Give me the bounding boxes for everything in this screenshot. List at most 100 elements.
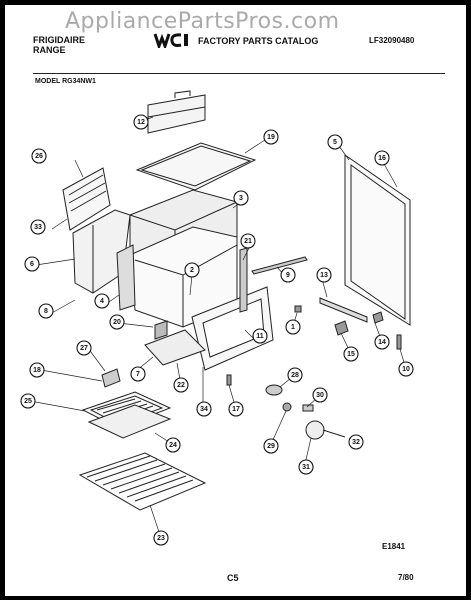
callout-number: 34 bbox=[200, 406, 208, 413]
callout-24: 24 bbox=[165, 437, 181, 453]
callout-26: 26 bbox=[31, 148, 47, 164]
callout-circle bbox=[228, 401, 244, 417]
callout-3: 3 bbox=[233, 190, 249, 206]
callout-number: 28 bbox=[291, 372, 299, 379]
callout-20: 20 bbox=[109, 314, 125, 330]
callout-circle bbox=[38, 303, 54, 319]
callout-circle bbox=[374, 150, 390, 166]
callout-circle bbox=[312, 387, 328, 403]
callout-28: 28 bbox=[287, 367, 303, 383]
callout-circle bbox=[343, 346, 359, 362]
callout-12: 12 bbox=[133, 114, 149, 130]
callout-32: 32 bbox=[348, 434, 364, 450]
callout-number: 29 bbox=[267, 443, 275, 450]
callout-number: 13 bbox=[320, 272, 328, 279]
callout-6: 6 bbox=[24, 256, 40, 272]
wci-logo-icon bbox=[153, 33, 188, 48]
part-broil-pan bbox=[87, 404, 172, 439]
callout-number: 7 bbox=[136, 371, 140, 378]
callout-circle bbox=[298, 459, 314, 475]
callout-circle bbox=[348, 434, 364, 450]
brand-name: FRIGIDAIRE bbox=[33, 35, 86, 45]
callout-14: 14 bbox=[374, 334, 390, 350]
callout-circle bbox=[109, 314, 125, 330]
callout-16: 16 bbox=[374, 150, 390, 166]
callout-circle bbox=[252, 328, 268, 344]
callout-circle bbox=[31, 148, 47, 164]
parts-sheet: AppliancePartsPros.com FRIGIDAIRE RANGE … bbox=[5, 5, 466, 596]
callout-number: 31 bbox=[302, 464, 310, 471]
callout-8: 8 bbox=[38, 303, 54, 319]
callout-number: 5 bbox=[333, 139, 337, 146]
callout-33: 33 bbox=[30, 219, 46, 235]
callout-circle bbox=[130, 366, 146, 382]
callout-number: 22 bbox=[177, 382, 185, 389]
callout-18: 18 bbox=[29, 362, 45, 378]
callout-circle bbox=[196, 401, 212, 417]
part-knob-insert bbox=[265, 384, 283, 396]
callout-5: 5 bbox=[327, 134, 343, 150]
callout-number: 4 bbox=[100, 298, 104, 305]
callout-number: 8 bbox=[44, 308, 48, 315]
callout-number: 11 bbox=[256, 333, 264, 340]
callout-4: 4 bbox=[94, 293, 110, 309]
callout-circle bbox=[280, 267, 296, 283]
callout-number: 12 bbox=[137, 119, 145, 126]
callout-number: 20 bbox=[113, 319, 121, 326]
callout-number: 32 bbox=[352, 439, 360, 446]
callout-circle bbox=[173, 377, 189, 393]
callout-2: 2 bbox=[184, 262, 200, 278]
callout-circle bbox=[133, 114, 149, 130]
callout-number: 26 bbox=[35, 153, 43, 160]
callout-circle bbox=[263, 129, 279, 145]
callout-19: 19 bbox=[263, 129, 279, 145]
callout-circle bbox=[165, 437, 181, 453]
callout-15: 15 bbox=[343, 346, 359, 362]
callout-circle bbox=[153, 530, 169, 546]
callout-11: 11 bbox=[252, 328, 268, 344]
callout-31: 31 bbox=[298, 459, 314, 475]
callout-number: 27 bbox=[80, 345, 88, 352]
callout-circle bbox=[398, 361, 414, 377]
page-number: C5 bbox=[227, 573, 239, 583]
callout-number: 15 bbox=[347, 351, 355, 358]
callout-10: 10 bbox=[398, 361, 414, 377]
callout-number: 2 bbox=[190, 267, 194, 274]
header-rule bbox=[33, 73, 445, 74]
callout-13: 13 bbox=[316, 267, 332, 283]
callout-circle bbox=[240, 233, 256, 249]
callout-23: 23 bbox=[153, 530, 169, 546]
catalog-title: FACTORY PARTS CATALOG bbox=[198, 36, 319, 46]
callout-34: 34 bbox=[196, 401, 212, 417]
callout-circle bbox=[24, 256, 40, 272]
revision-date: 7/80 bbox=[398, 573, 414, 582]
callout-1: 1 bbox=[285, 319, 301, 335]
callout-circle bbox=[327, 134, 343, 150]
callout-17: 17 bbox=[228, 401, 244, 417]
callout-number: 33 bbox=[34, 224, 42, 231]
callout-7: 7 bbox=[130, 366, 146, 382]
callout-circle bbox=[287, 367, 303, 383]
callout-circle bbox=[20, 393, 36, 409]
part-rear-top-panel bbox=[147, 94, 206, 134]
part-back-panel bbox=[344, 154, 411, 326]
callout-29: 29 bbox=[263, 438, 279, 454]
callout-number: 16 bbox=[378, 155, 386, 162]
callout-22: 22 bbox=[173, 377, 189, 393]
callout-number: 24 bbox=[169, 442, 177, 449]
part-rail bbox=[319, 297, 368, 323]
callout-circle bbox=[76, 340, 92, 356]
callout-number: 9 bbox=[286, 272, 290, 279]
figure-code: E1841 bbox=[382, 542, 406, 551]
callout-9: 9 bbox=[280, 267, 296, 283]
callout-number: 21 bbox=[244, 238, 252, 245]
callout-circle bbox=[184, 262, 200, 278]
callout-number: 6 bbox=[30, 261, 34, 268]
callout-27: 27 bbox=[76, 340, 92, 356]
callout-number: 17 bbox=[232, 406, 240, 413]
callout-circle bbox=[233, 190, 249, 206]
exploded-parts-diagram: 1234567891011121314151617181920212223242… bbox=[20, 90, 414, 546]
callout-circle bbox=[30, 219, 46, 235]
callout-number: 1 bbox=[291, 324, 295, 331]
callout-number: 19 bbox=[267, 134, 275, 141]
